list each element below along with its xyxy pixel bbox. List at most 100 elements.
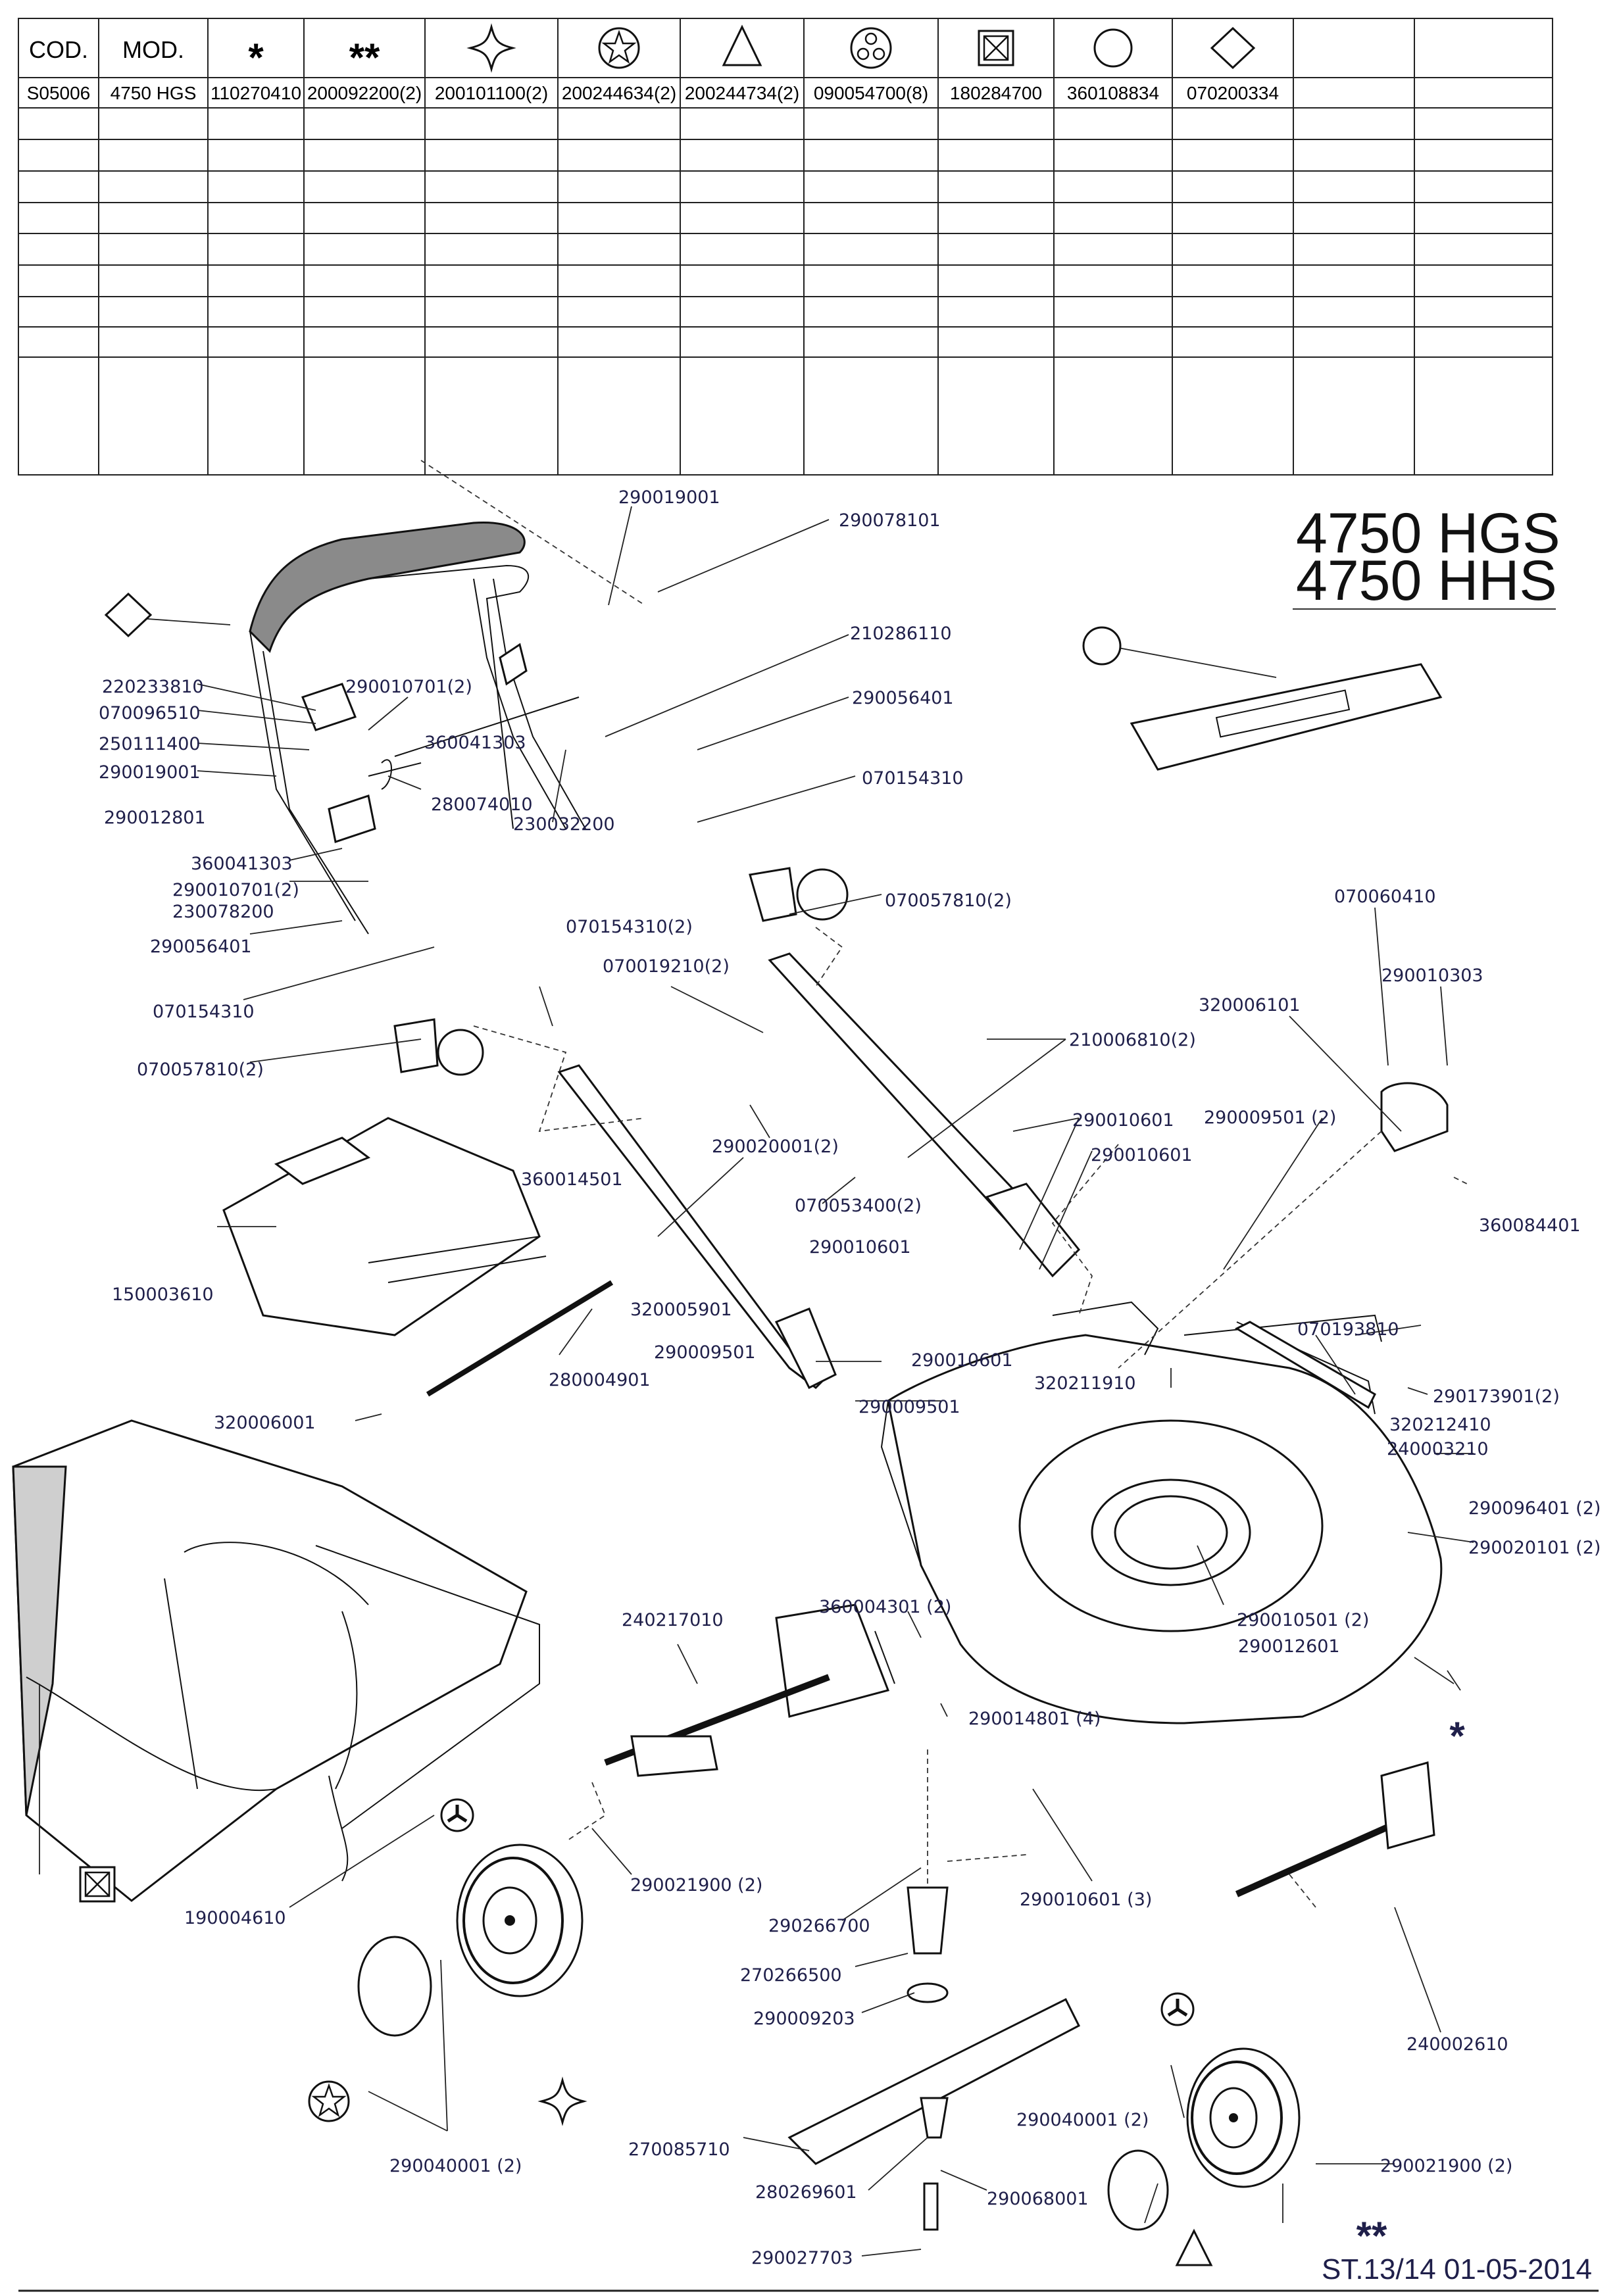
- part-label: 290019001: [99, 762, 201, 783]
- callout-cross-diamond-icon: [537, 2076, 587, 2126]
- part-label: 290010501 (2): [1237, 1610, 1369, 1630]
- part-label: 360084401: [1479, 1215, 1581, 1236]
- part-label: 070154310: [862, 768, 964, 789]
- part-label: 210286110: [850, 623, 952, 644]
- part-label: 290019001: [618, 487, 720, 508]
- callout-single-asterisk: *: [1449, 1714, 1465, 1758]
- callout-triangle-icon: [1175, 2228, 1213, 2266]
- part-label: 250111400: [99, 734, 201, 754]
- part-label: 070154310(2): [566, 917, 693, 937]
- sheet-reference: ST.13/14 01-05-2014: [1322, 2253, 1592, 2285]
- part-label: 280004901: [549, 1370, 651, 1390]
- part-label: 070060410: [1334, 887, 1436, 907]
- part-label: 290173901(2): [1433, 1386, 1560, 1407]
- callout-x-box-icon: [79, 1866, 116, 1903]
- part-label: 230032200: [513, 814, 615, 835]
- part-label: 220233810: [102, 677, 204, 697]
- circle-icon: [1093, 28, 1133, 68]
- part-label: 290010701(2): [345, 677, 472, 697]
- part-label: 290012801: [104, 808, 206, 828]
- diamond-icon: [1210, 26, 1256, 70]
- lower-handle-left: [557, 1064, 837, 1390]
- callout-double-asterisk: **: [1356, 2214, 1387, 2258]
- part-label: 290009203: [753, 2009, 855, 2029]
- part-label: 270085710: [628, 2139, 730, 2160]
- header-mod: MOD.: [122, 36, 184, 63]
- model-title-line2: 4750 HHS: [1296, 549, 1557, 612]
- rear-flap: [1234, 1321, 1376, 1409]
- part-label: 290096401 (2): [1468, 1498, 1601, 1519]
- part-label: 360014501: [521, 1169, 623, 1190]
- star-circle-icon: [598, 27, 640, 69]
- lower-handle-right: [768, 952, 1081, 1278]
- height-adjust-rod: [426, 1280, 614, 1397]
- part-labels: 290019001 290078101 210286110 290056401 …: [99, 487, 1601, 2268]
- cell-star-circle: 200244634(2): [562, 83, 676, 103]
- part-label: 290010601: [911, 1350, 1013, 1371]
- cell-double-asterisk: 200092200(2): [307, 83, 422, 103]
- rear-cover-plate: [1130, 663, 1443, 771]
- part-label: 230078200: [172, 902, 274, 922]
- cross-diamond-icon: [466, 23, 516, 73]
- part-label: 290078101: [839, 510, 941, 531]
- part-label: 070053400(2): [795, 1196, 922, 1216]
- part-label: 290010601 (3): [1020, 1890, 1152, 1910]
- callout-trefoil-icon: [440, 1798, 474, 1832]
- cell-x-box: 180284700: [950, 83, 1042, 103]
- part-label: 320005901: [630, 1300, 732, 1320]
- cell-cod: S05006: [27, 83, 91, 103]
- part-label: 290021900 (2): [630, 1875, 762, 1895]
- part-label: 320211910: [1034, 1373, 1136, 1394]
- part-label: 150003610: [112, 1284, 214, 1305]
- part-label: 190004610: [184, 1908, 286, 1928]
- part-label: 210006810(2): [1069, 1030, 1196, 1050]
- part-label: 290009501 (2): [1204, 1108, 1336, 1128]
- model-title-line1: 4750 HGS: [1296, 502, 1560, 565]
- part-label: 290010601: [1072, 1110, 1174, 1131]
- part-label: 290010303: [1381, 965, 1483, 986]
- part-label: 290020101 (2): [1468, 1538, 1601, 1558]
- cell-cross-diamond: 200101100(2): [435, 83, 548, 103]
- part-label: 280269601: [755, 2182, 857, 2203]
- model-title: 4750 HGS 4750 HHS: [1293, 502, 1560, 612]
- part-label: 290009501: [858, 1397, 960, 1417]
- header-cod: COD.: [29, 36, 88, 63]
- part-label: 270266500: [740, 1965, 842, 1986]
- x-box-icon: [978, 30, 1014, 66]
- parts-table: COD. MOD. * **: [18, 18, 1553, 476]
- header-double-asterisk: **: [349, 36, 380, 80]
- part-label: 320006001: [214, 1413, 316, 1433]
- part-label: 290027703: [751, 2248, 853, 2268]
- cell-trefoil: 090054700(8): [814, 83, 928, 103]
- part-label: 290021900 (2): [1380, 2156, 1512, 2176]
- callout-trefoil-icon-rear: [1160, 1992, 1195, 2026]
- assembly-dashes: [420, 460, 1468, 1908]
- part-label: 320212410: [1389, 1415, 1491, 1435]
- height-lever-bracket: [775, 1603, 895, 1718]
- part-label: 240003210: [1387, 1439, 1489, 1459]
- part-label: 070057810(2): [137, 1060, 264, 1080]
- height-adjust-knobs: [393, 867, 849, 1076]
- header-single-asterisk: *: [248, 36, 264, 80]
- part-label: 290010701(2): [172, 880, 299, 900]
- wheel-cap-front: [357, 1936, 432, 2037]
- grass-catcher-lid: [222, 1117, 547, 1336]
- triangle-icon: [722, 24, 762, 66]
- part-label: 280074010: [431, 794, 533, 815]
- part-label: 290020001(2): [712, 1136, 839, 1157]
- part-label: 360004301 (2): [819, 1597, 951, 1617]
- part-label: 360041303: [191, 854, 293, 874]
- part-label: 070193810: [1297, 1319, 1399, 1340]
- part-label: 290014801 (4): [968, 1709, 1101, 1729]
- part-label: 290010601: [809, 1237, 911, 1258]
- part-label: 240002610: [1406, 2034, 1508, 2055]
- front-wheel: [456, 1844, 584, 1997]
- rear-axle: [1235, 1761, 1435, 1897]
- part-label: 290040001 (2): [1016, 2110, 1149, 2130]
- part-label: 290040001 (2): [389, 2156, 522, 2176]
- part-label: 290012601: [1238, 1636, 1340, 1657]
- part-label: 360041303: [424, 733, 526, 753]
- part-label: 290056401: [150, 937, 252, 957]
- cell-single-asterisk: 110270410: [211, 83, 301, 103]
- part-label: 290068001: [987, 2189, 1089, 2209]
